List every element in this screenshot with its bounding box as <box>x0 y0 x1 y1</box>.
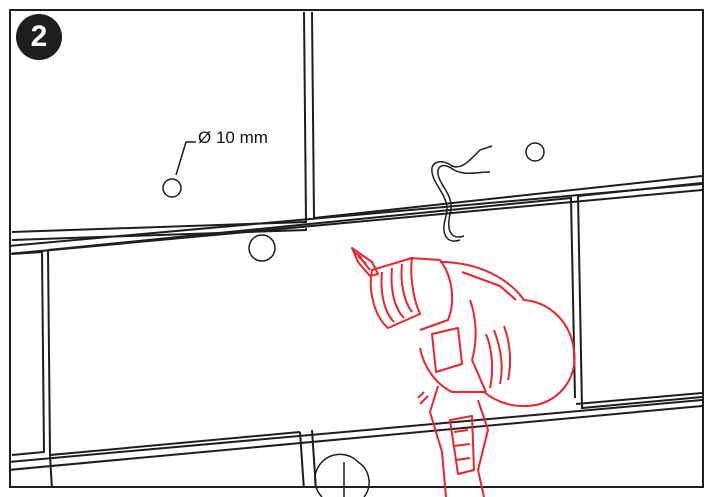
wire-icon <box>431 145 493 242</box>
step-number-badge: 2 <box>16 14 62 60</box>
holes <box>162 142 545 497</box>
diagram-border <box>9 9 704 488</box>
tile-mid-center <box>47 196 576 399</box>
hole-marked <box>162 178 182 198</box>
grout-line-lower <box>10 399 703 463</box>
tile-mid-right <box>577 182 703 197</box>
hole-large <box>248 234 276 262</box>
tile-top-left <box>11 11 308 233</box>
hole-diameter-label: Ø 10 mm <box>198 128 268 147</box>
hole-upper-right <box>525 142 545 162</box>
cordless-drill-icon <box>351 247 576 497</box>
hole-bottom <box>314 453 370 497</box>
dimension-leader <box>175 141 196 176</box>
wall-tiles <box>10 11 703 487</box>
tile-mid-left <box>11 250 46 456</box>
tile-top-right <box>311 11 703 220</box>
